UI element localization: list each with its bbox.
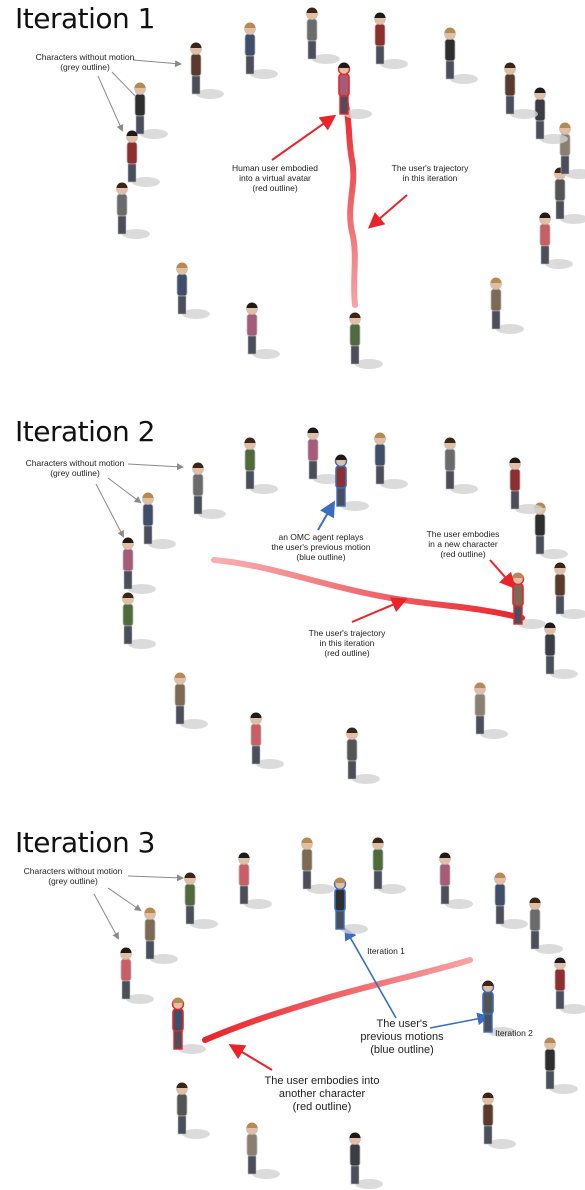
character-figure bbox=[176, 1082, 210, 1139]
red-arrow-traj2 bbox=[351, 597, 408, 623]
iteration-1-title: Iteration 1 bbox=[15, 2, 155, 35]
p3-iter1-note: Iteration 1 bbox=[367, 946, 405, 956]
character-figure bbox=[244, 437, 278, 494]
character-figure bbox=[374, 432, 408, 489]
character-figure bbox=[349, 312, 383, 369]
red-arrow-embody3 bbox=[228, 1043, 273, 1071]
grey-arrow-3b bbox=[107, 887, 142, 912]
character-figure bbox=[122, 537, 156, 594]
red-arrow-traj1 bbox=[367, 194, 408, 229]
iteration-3-title: Iteration 3 bbox=[15, 826, 155, 859]
character-figure bbox=[494, 872, 528, 929]
character-figure bbox=[554, 957, 585, 1014]
grey-arrow-1a bbox=[132, 59, 182, 68]
character-figure bbox=[372, 837, 406, 894]
character-figure bbox=[246, 302, 280, 359]
character-figure bbox=[176, 262, 210, 319]
p2-omc-note: an OMC agent replays the user's previous… bbox=[271, 532, 371, 562]
p2-grey-note: Characters without motion (grey outline) bbox=[25, 458, 125, 478]
character-figure bbox=[529, 897, 563, 954]
blue-arrow-omc bbox=[317, 500, 335, 531]
character-figure bbox=[184, 872, 218, 929]
trajectory-1 bbox=[342, 97, 358, 308]
character-figure bbox=[444, 437, 478, 494]
character-figure bbox=[246, 1122, 280, 1179]
character-figure bbox=[544, 622, 578, 679]
character-figure bbox=[122, 592, 156, 649]
character-figure bbox=[333, 877, 368, 934]
character-figure bbox=[474, 682, 508, 739]
blue-arrow-prev2 bbox=[429, 1012, 491, 1029]
p3-embody-note: The user embodies into another character… bbox=[264, 1075, 380, 1113]
character-figure bbox=[490, 277, 524, 334]
character-figure bbox=[544, 1037, 578, 1094]
grey-arrow-2c bbox=[95, 483, 124, 538]
character-figure bbox=[334, 454, 369, 511]
character-figure bbox=[250, 712, 284, 769]
grey-arrow-3c bbox=[93, 893, 119, 940]
character-figure bbox=[142, 492, 176, 549]
character-figure bbox=[120, 947, 154, 1004]
character-figure bbox=[509, 457, 543, 514]
p1-grey-note: Characters without motion (grey outline) bbox=[35, 52, 135, 72]
p3-grey-note: Characters without motion (grey outline) bbox=[23, 866, 123, 886]
character-figure bbox=[554, 562, 585, 619]
character-figure bbox=[559, 122, 585, 179]
trajectory-2 bbox=[211, 557, 525, 621]
character-figure bbox=[349, 1132, 383, 1189]
character-figure bbox=[534, 87, 568, 144]
blue-arrow-prev1 bbox=[344, 927, 397, 1019]
character-figure bbox=[238, 852, 272, 909]
iteration-2-title: Iteration 2 bbox=[15, 415, 155, 448]
character-figure bbox=[307, 427, 341, 484]
p3-iter2-note: Iteration 2 bbox=[495, 1028, 533, 1038]
character-figure bbox=[346, 727, 380, 784]
character-figure bbox=[134, 82, 168, 139]
grey-arrow-2a bbox=[127, 463, 184, 471]
character-figure bbox=[482, 1092, 516, 1149]
character-figure bbox=[511, 572, 546, 629]
character-figure bbox=[337, 62, 372, 119]
red-arrow-embody2 bbox=[489, 559, 516, 589]
p1-trajectory-note: The user's trajectory in this iteration bbox=[391, 163, 469, 183]
character-figure bbox=[554, 167, 585, 224]
character-figure bbox=[439, 852, 473, 909]
character-figure bbox=[444, 27, 478, 84]
character-figure bbox=[539, 212, 573, 269]
p2-trajectory-note: The user's trajectory in this iteration … bbox=[308, 628, 386, 658]
character-figure bbox=[171, 997, 206, 1054]
character-figure bbox=[144, 907, 178, 964]
character-figure bbox=[190, 42, 224, 99]
grey-arrow-3a bbox=[127, 874, 184, 882]
character-figure bbox=[192, 462, 226, 519]
character-figure bbox=[481, 980, 516, 1037]
character-figure bbox=[116, 182, 150, 239]
trajectory-3 bbox=[202, 957, 473, 1043]
grey-arrow-2b bbox=[107, 477, 142, 504]
character-figure bbox=[374, 12, 408, 69]
character-figure bbox=[174, 672, 208, 729]
character-figure bbox=[126, 130, 160, 187]
character-figure bbox=[504, 62, 538, 119]
grey-arrow-1c bbox=[97, 75, 124, 132]
red-arrow-avatar bbox=[271, 114, 337, 161]
character-figure bbox=[301, 837, 335, 894]
p3-previous-note: The user's previous motions (blue outlin… bbox=[360, 1018, 444, 1056]
character-figure bbox=[244, 22, 278, 79]
p2-embody-note: The user embodies in a new character (re… bbox=[426, 529, 500, 559]
p1-avatar-note: Human user embodied into a virtual avata… bbox=[232, 163, 318, 193]
character-figure bbox=[306, 7, 340, 64]
